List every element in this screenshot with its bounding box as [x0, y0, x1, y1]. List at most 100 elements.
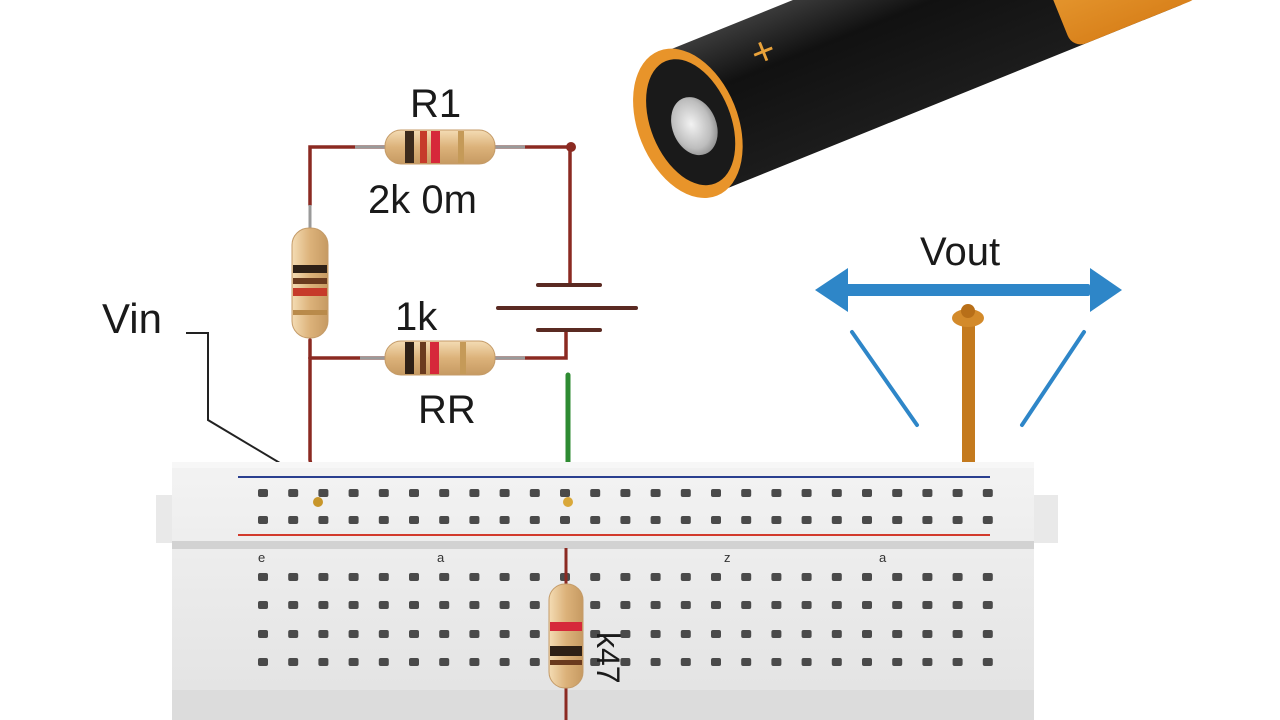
breadboard-hole	[499, 489, 510, 497]
breadboard-hole	[469, 573, 480, 581]
breadboard-hole	[469, 630, 480, 638]
breadboard-hole	[771, 516, 782, 524]
breadboard-hole	[801, 516, 812, 524]
breadboard-hole	[650, 601, 661, 609]
breadboard-hole	[892, 658, 903, 666]
breadboard-hole	[590, 516, 601, 524]
breadboard-hole	[499, 658, 510, 666]
breadboard-hole	[439, 630, 450, 638]
breadboard-hole	[741, 489, 752, 497]
breadboard-hole	[650, 489, 661, 497]
breadboard-hole	[741, 573, 752, 581]
breadboard-hole	[288, 573, 299, 581]
band-2	[420, 131, 427, 163]
breadboard-hole	[469, 516, 480, 524]
breadboard-hole	[348, 489, 359, 497]
band-1	[293, 265, 327, 273]
breadboard-hole	[892, 601, 903, 609]
breadboard-hole	[862, 489, 872, 497]
breadboard-hole	[922, 516, 933, 524]
breadboard-hole	[620, 630, 631, 638]
breadboard-hole	[922, 658, 933, 666]
breadboard-hole	[771, 489, 782, 497]
label-r2-value: 1k	[395, 295, 438, 339]
label-vin: Vin	[102, 295, 162, 342]
band-1	[405, 342, 414, 374]
breadboard-hole	[801, 489, 812, 497]
breadboard-hole	[922, 489, 933, 497]
breadboard-hole	[318, 489, 329, 497]
breadboard-hole	[982, 573, 993, 581]
breadboard-hole	[741, 601, 752, 609]
breadboard-hole	[409, 573, 419, 581]
breadboard-hole	[560, 489, 570, 497]
breadboard-hole	[711, 573, 721, 581]
breadboard-hole	[499, 630, 510, 638]
breadboard-hole	[831, 573, 842, 581]
band-3	[293, 288, 327, 296]
breadboard-hole	[801, 630, 812, 638]
breadboard-hole	[801, 601, 812, 609]
breadboard-hole	[288, 601, 299, 609]
breadboard-hole	[620, 489, 631, 497]
breadboard-hole	[499, 601, 510, 609]
breadboard-hole	[982, 516, 993, 524]
breadboard-hole	[409, 601, 419, 609]
breadboard-hole	[952, 658, 963, 666]
battery: +	[633, 0, 1199, 199]
breadboard-hole	[711, 601, 721, 609]
board-marking: e	[258, 550, 265, 565]
breadboard-hole	[801, 658, 812, 666]
breadboard-hole	[258, 489, 268, 497]
band-3	[431, 131, 440, 163]
breadboard-hole	[952, 601, 963, 609]
breadboard-hole	[711, 630, 721, 638]
breadboard-hole	[590, 658, 601, 666]
breadboard-hole	[862, 573, 872, 581]
breadboard-hole	[680, 601, 691, 609]
breadboard-hole	[288, 489, 299, 497]
breadboard-hole	[922, 601, 933, 609]
breadboard-hole	[680, 573, 691, 581]
breadboard-hole	[680, 489, 691, 497]
breadboard-hole	[831, 658, 842, 666]
breadboard-hole	[862, 630, 872, 638]
wire-rr-right	[493, 328, 568, 360]
vout-slant-left	[850, 330, 919, 427]
board-marking: a	[437, 550, 445, 565]
breadboard-hole	[378, 601, 389, 609]
band-2	[550, 646, 582, 656]
breadboard-hole	[288, 516, 299, 524]
breadboard-hole	[409, 630, 419, 638]
label-rr: RR	[418, 388, 476, 432]
breadboard-hole	[892, 516, 903, 524]
breadboard-hole	[982, 489, 993, 497]
breadboard-hole	[258, 658, 268, 666]
breadboard-hole	[831, 630, 842, 638]
breadboard-hole	[378, 630, 389, 638]
battery-terminal	[671, 97, 718, 156]
breadboard-hole	[801, 573, 812, 581]
breadboard-hole	[680, 630, 691, 638]
label-r1-value: 2k 0m	[368, 178, 477, 222]
breadboard: e a z a	[156, 462, 1058, 720]
breadboard-hole	[620, 658, 631, 666]
label-bottom-resistor: k47	[590, 632, 626, 684]
breadboard-hole	[378, 489, 389, 497]
breadboard-hole	[620, 601, 631, 609]
breadboard-hole	[348, 601, 359, 609]
breadboard-hole	[258, 516, 268, 524]
breadboard-hole	[499, 516, 510, 524]
breadboard-hole	[348, 658, 359, 666]
breadboard-hole	[590, 601, 601, 609]
breadboard-hole	[952, 516, 963, 524]
breadboard-hole	[650, 573, 661, 581]
breadboard-hole	[741, 630, 752, 638]
breadboard-hole	[318, 601, 329, 609]
breadboard-hole	[862, 601, 872, 609]
breadboard-hole	[318, 630, 329, 638]
breadboard-bottom-strip	[172, 690, 1034, 720]
breadboard-center-groove	[172, 541, 1034, 549]
resistor-r1	[355, 129, 525, 165]
